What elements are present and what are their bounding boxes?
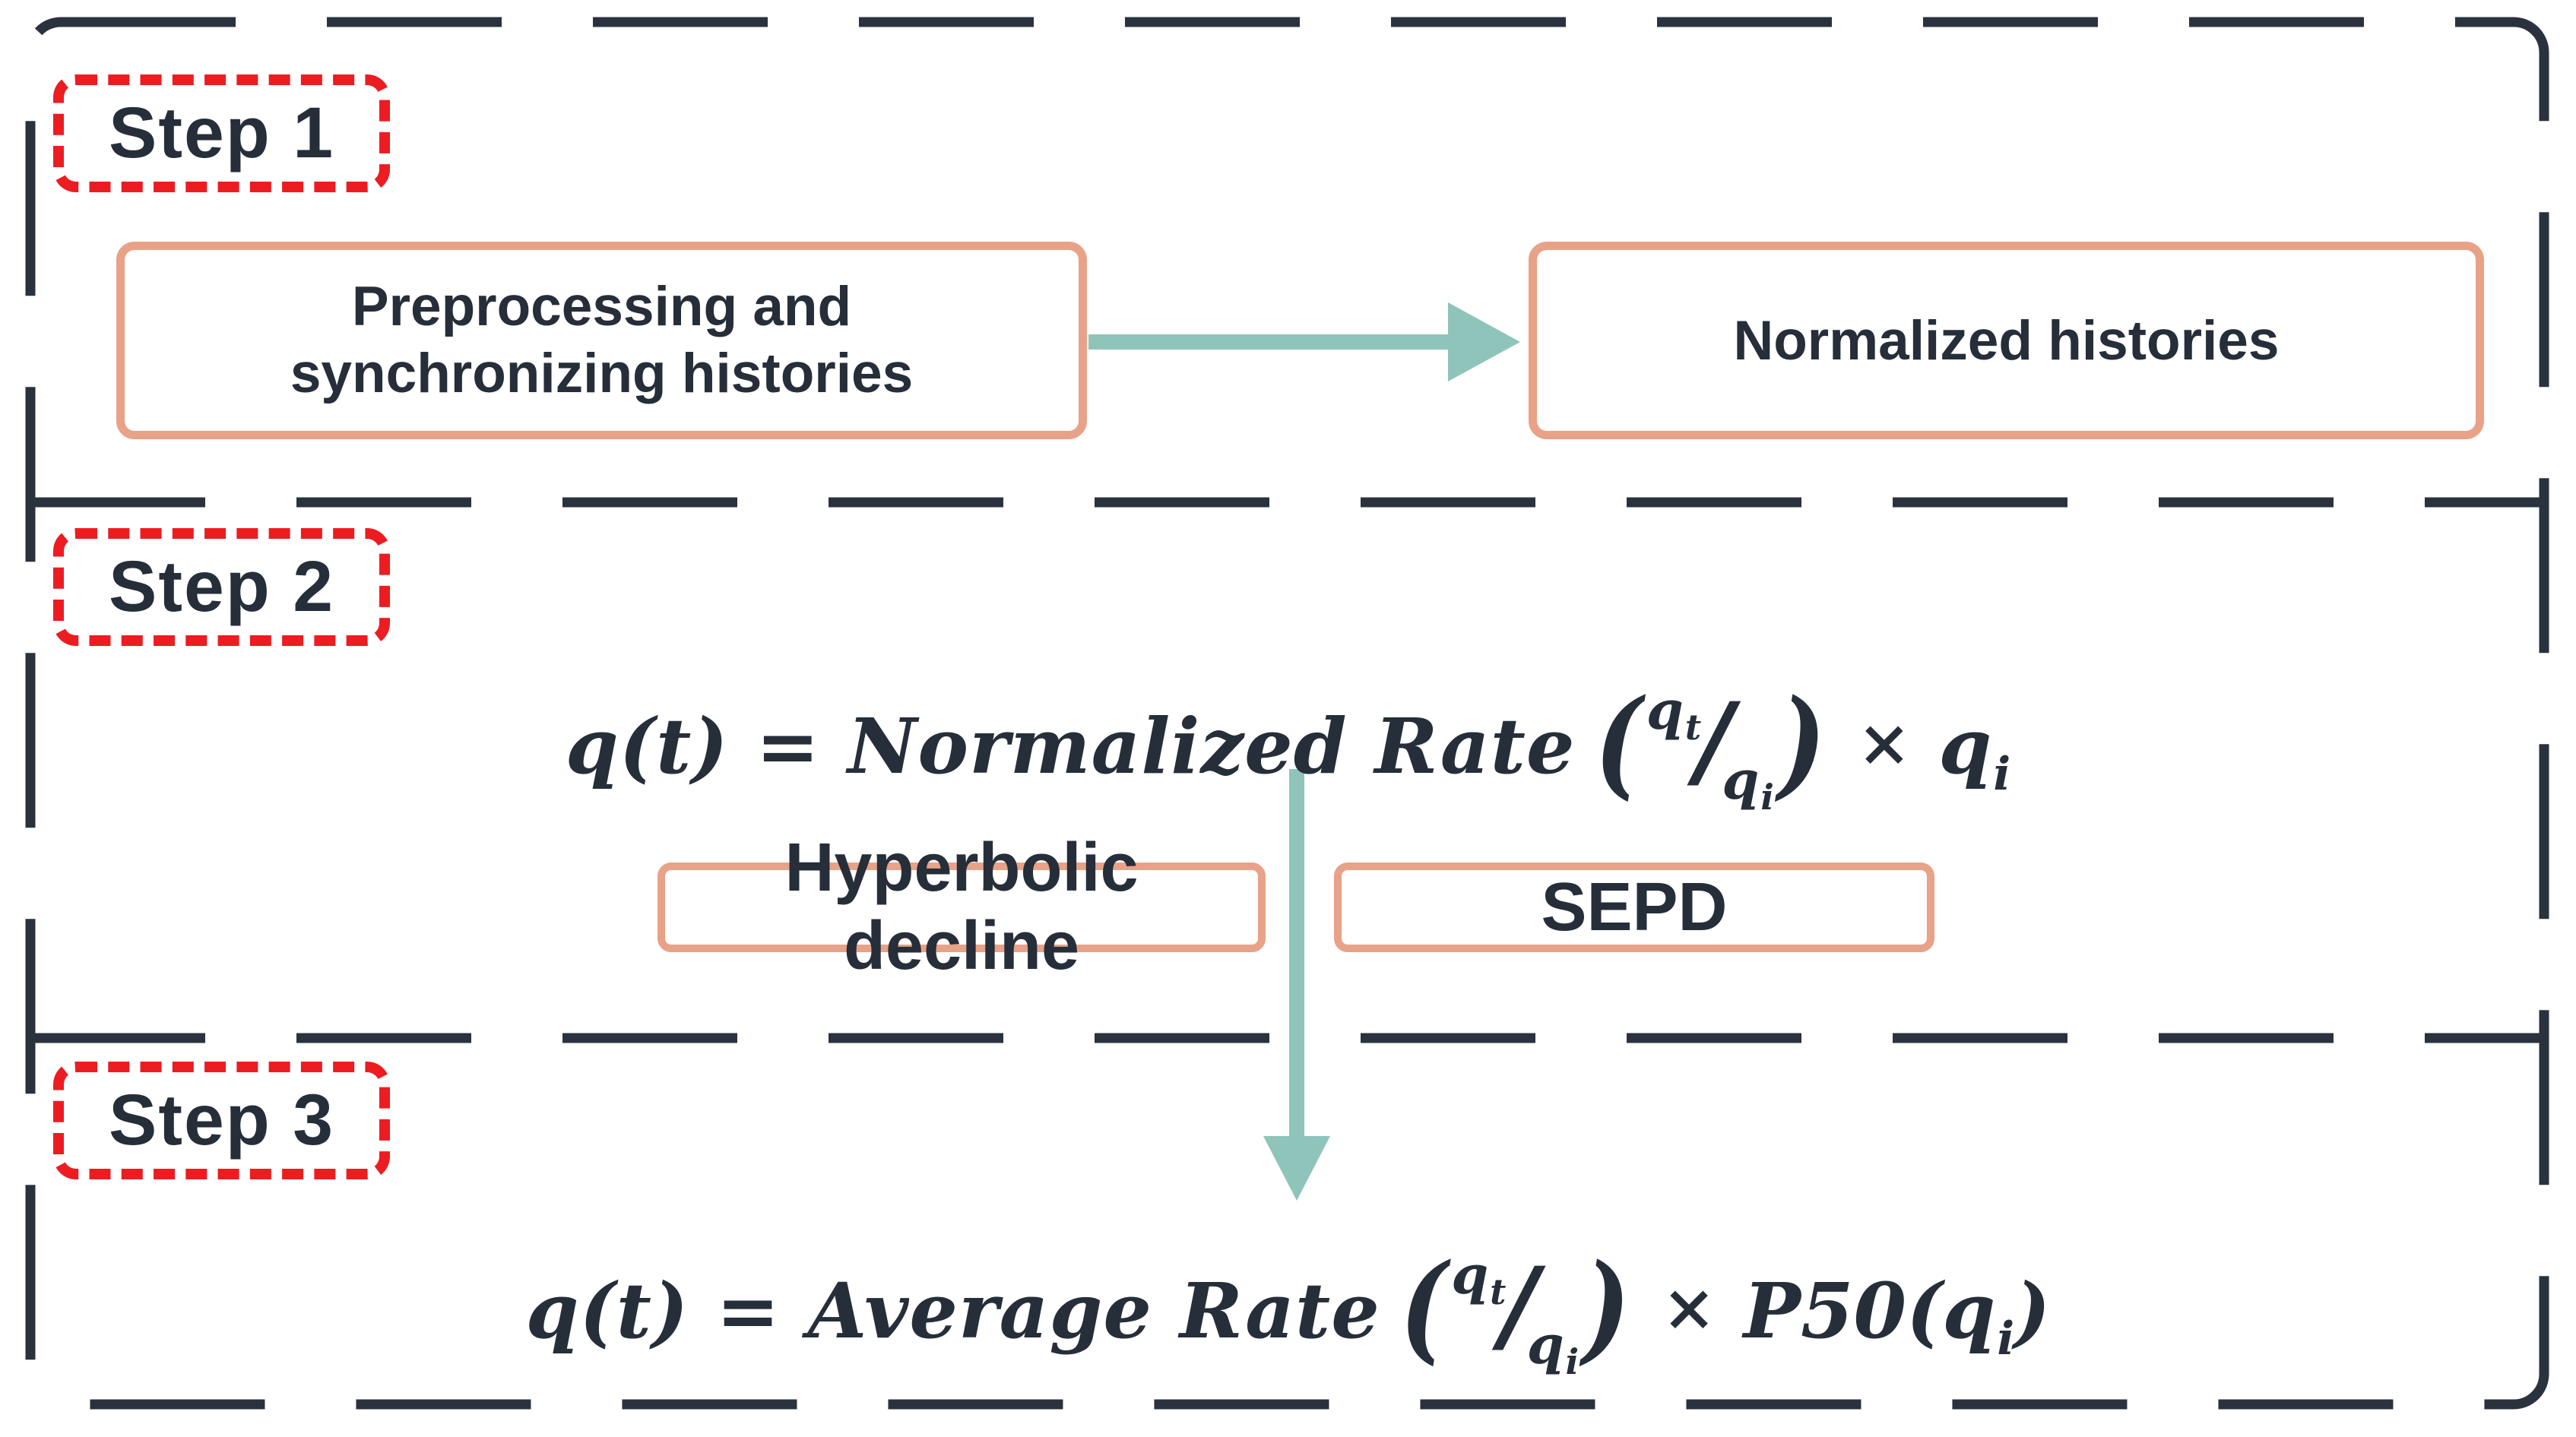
tail-close-paren: ) [2014,1266,2051,1356]
denominator-subscript: i [1760,777,1774,818]
formula-lead: q(t) = Average Rate [525,1266,1380,1356]
tail-subscript: i [1993,748,2011,801]
preprocessing-box-label: Preprocessing and synchronizing historie… [290,276,914,404]
sepd-label: SEPD [1541,869,1728,945]
step-1-label-box: Step 1 [53,74,390,192]
numerator-base: q [1646,679,1684,742]
hyperbolic-decline-label: Hyperbolic decline [784,830,1139,984]
tail-subscript: i [1997,1312,2015,1366]
formula-fraction-slash: / [1500,1244,1538,1365]
formula-open-paren: ( [1399,1237,1447,1376]
step-2-label-box: Step 2 [53,528,390,646]
denominator-base: q [1526,1313,1564,1376]
formula-lead: q(t) = Normalized Rate [565,701,1576,791]
formula-times-sign: × [1857,705,1912,781]
formula-tail: qi [1938,701,2010,797]
normalized-histories-label: Normalized histories [1733,309,2280,372]
tail-base: q [1942,1266,1996,1356]
arrow-down-icon [1263,769,1330,1201]
hyperbolic-decline-box: Hyperbolic decline [657,830,1266,984]
formula-denominator: qi [1526,1313,1579,1380]
normalized-histories-box: Normalized histories [1529,242,2484,439]
formula-times-sign: × [1662,1270,1716,1346]
step-2-formula: q(t) = Normalized Rate(qt/qi)×qi [565,673,2010,815]
tail-base: q [1938,701,1992,791]
tail-lead: P50( [1743,1266,1943,1356]
numerator-base: q [1451,1243,1489,1306]
step-2-label: Step 2 [108,546,335,627]
preprocessing-box: Preprocessing and synchronizing historie… [116,242,1087,439]
formula-close-paren: ) [1778,673,1826,812]
denominator-subscript: i [1565,1341,1580,1382]
formula-close-paren: ) [1583,1237,1630,1376]
sepd-box: SEPD [1334,863,1934,952]
numerator-subscript: t [1490,1271,1507,1312]
step-3-label: Step 3 [108,1080,335,1160]
arrow-right-icon [1088,302,1520,381]
formula-numerator: qt [1451,1243,1506,1310]
outer-frame-border [25,17,2549,1410]
numerator-subscript: t [1684,707,1702,748]
formula-numerator: qt [1646,679,1701,745]
formula-tail: P50(qi [1743,1266,2014,1362]
formula-denominator: qi [1722,749,1773,815]
formula-open-paren: ( [1595,673,1643,812]
step-1-label: Step 1 [108,93,335,173]
step-3-formula: q(t) = Average Rate(qt/qi)×P50(qi) [525,1237,2051,1379]
formula-fraction-slash: / [1695,679,1733,800]
denominator-base: q [1722,749,1760,812]
step-3-label-box: Step 3 [53,1062,390,1179]
